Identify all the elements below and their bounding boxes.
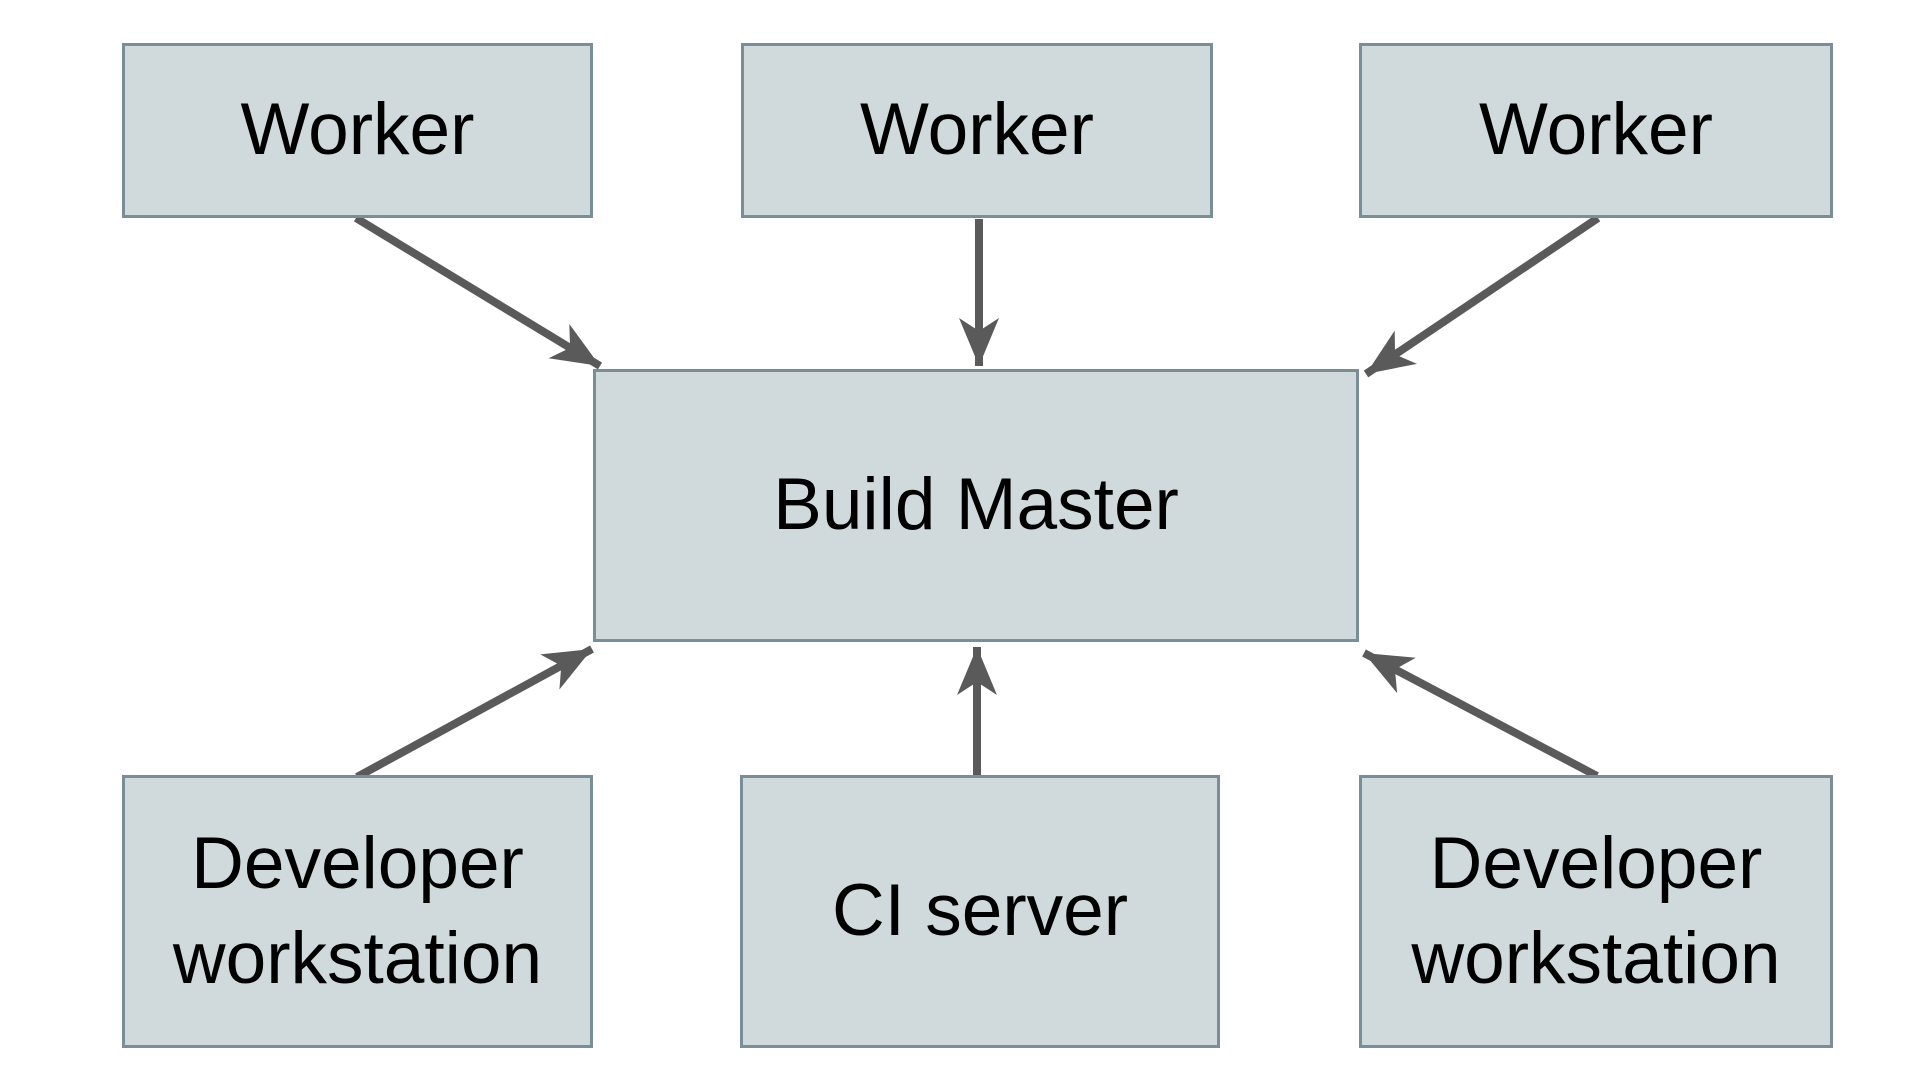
node-label-worker-3: Worker [1479, 89, 1713, 171]
arrow-worker-3-to-build-master [1363, 214, 1601, 378]
arrow-worker-1-to-build-master [353, 214, 603, 370]
node-developer-workstation-right: Developer workstation [1359, 775, 1833, 1048]
node-label-worker-1: Worker [240, 89, 475, 171]
node-build-master: Build Master [593, 369, 1359, 642]
node-ci-server: CI server [740, 775, 1220, 1048]
node-label-ci-server: CI server [831, 870, 1129, 952]
node-worker-3: Worker [1359, 43, 1833, 218]
node-worker-2: Worker [741, 43, 1213, 218]
node-label-build-master: Build Master [773, 464, 1179, 546]
node-label-developer-workstation-left: Developer workstation [172, 822, 543, 999]
node-developer-workstation-left: Developer workstation [122, 775, 593, 1048]
node-label-developer-workstation-right: Developer workstation [1411, 822, 1781, 999]
arrow-developer-workstation-right-to-build-master [1362, 649, 1599, 780]
node-label-worker-2: Worker [860, 89, 1094, 171]
arrow-developer-workstation-left-to-build-master [355, 645, 594, 781]
node-worker-1: Worker [122, 43, 593, 218]
